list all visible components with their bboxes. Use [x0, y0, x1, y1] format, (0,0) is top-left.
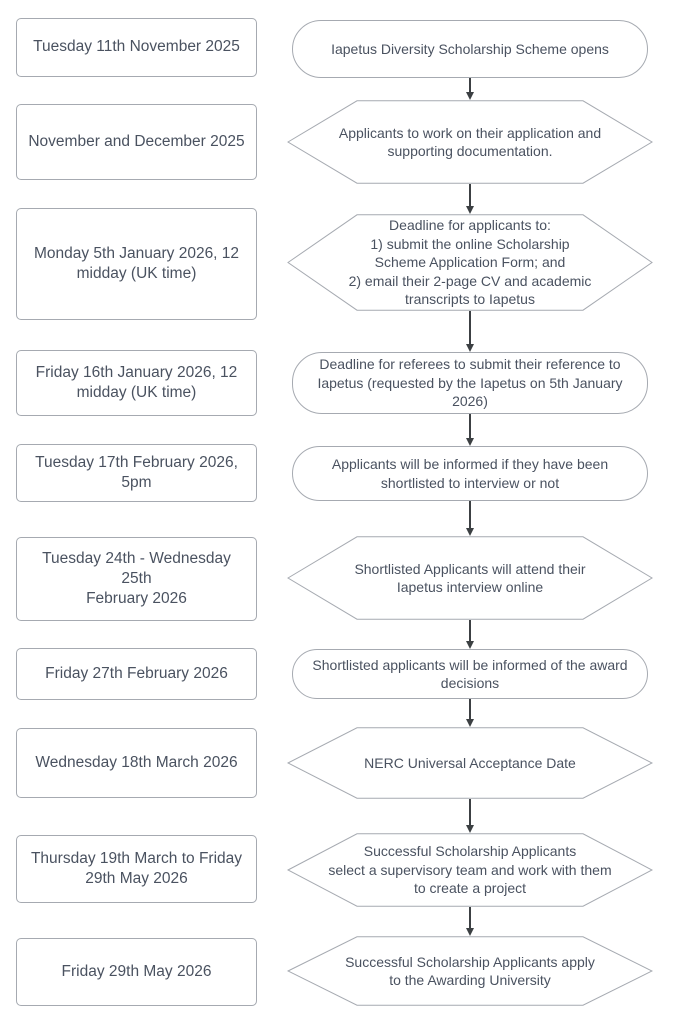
- step-label: Shortlisted applicants will be informed …: [312, 656, 628, 691]
- down-arrow-8: [465, 799, 475, 833]
- date-box-3: Monday 5th January 2026, 12 midday (UK t…: [16, 208, 257, 320]
- hexagon-outline: [287, 727, 653, 799]
- date-label: Friday 16th January 2026, 12 midday (UK …: [35, 363, 238, 401]
- hexagon-outline: [287, 833, 653, 907]
- date-label: November and December 2025: [28, 132, 245, 150]
- date-label: Friday 29th May 2026: [61, 962, 212, 980]
- date-label: Tuesday 17th February 2026, 5pm: [35, 453, 238, 491]
- down-arrow-1: [465, 78, 475, 100]
- down-arrow-7: [465, 699, 475, 727]
- date-box-2: November and December 2025: [16, 104, 257, 180]
- date-box-1: Tuesday 11th November 2025: [16, 18, 257, 77]
- step-shape-8-preparation: NERC Universal Acceptance Date: [287, 727, 653, 799]
- down-arrow-9: [465, 907, 475, 936]
- step-shape-2-preparation: Applicants to work on their application …: [287, 100, 653, 184]
- step-label: Successful Scholarship Applicants select…: [328, 843, 612, 897]
- step-label: Successful Scholarship Applicants apply …: [345, 953, 595, 988]
- hexagon-outline: [287, 936, 653, 1006]
- down-arrow-5: [465, 501, 475, 536]
- down-arrow-2: [465, 184, 475, 214]
- date-box-6: Tuesday 24th - Wednesday 25th February 2…: [16, 537, 257, 621]
- step-shape-9-preparation: Successful Scholarship Applicants select…: [287, 833, 653, 907]
- date-box-4: Friday 16th January 2026, 12 midday (UK …: [16, 350, 257, 416]
- step-shape-7-terminator: Shortlisted applicants will be informed …: [292, 649, 648, 699]
- step-shape-3-preparation: Deadline for applicants to: 1) submit th…: [287, 214, 653, 311]
- date-box-7: Friday 27th February 2026: [16, 648, 257, 700]
- step-label: Deadline for referees to submit their re…: [317, 356, 623, 410]
- step-label: Deadline for applicants to: 1) submit th…: [348, 217, 592, 308]
- step-shape-5-terminator: Applicants will be informed if they have…: [292, 446, 648, 501]
- step-shape-10-preparation: Successful Scholarship Applicants apply …: [287, 936, 653, 1006]
- date-label: Friday 27th February 2026: [45, 664, 228, 682]
- hexagon-outline: [287, 536, 653, 620]
- down-arrow-4: [465, 414, 475, 446]
- down-arrow-3: [465, 311, 475, 352]
- hexagon-outline: [287, 214, 653, 311]
- date-label: Thursday 19th March to Friday 29th May 2…: [30, 849, 243, 887]
- date-label: Tuesday 11th November 2025: [33, 38, 240, 56]
- step-label: Applicants will be informed if they have…: [331, 456, 609, 491]
- date-box-9: Thursday 19th March to Friday 29th May 2…: [16, 835, 257, 903]
- date-label: Tuesday 24th - Wednesday 25th February 2…: [42, 549, 231, 608]
- down-arrow-6: [465, 620, 475, 649]
- step-shape-1-terminator: Iapetus Diversity Scholarship Scheme ope…: [292, 20, 648, 78]
- step-shape-4-terminator: Deadline for referees to submit their re…: [292, 352, 648, 414]
- step-label: Iapetus Diversity Scholarship Scheme ope…: [331, 40, 609, 57]
- date-label: Wednesday 18th March 2026: [35, 753, 238, 771]
- hexagon-outline: [287, 100, 653, 184]
- date-box-5: Tuesday 17th February 2026, 5pm: [16, 444, 257, 502]
- date-box-10: Friday 29th May 2026: [16, 938, 257, 1006]
- date-label: Monday 5th January 2026, 12 midday (UK t…: [33, 244, 240, 282]
- date-box-8: Wednesday 18th March 2026: [16, 728, 257, 798]
- step-shape-6-preparation: Shortlisted Applicants will attend their…: [287, 536, 653, 620]
- step-label: Shortlisted Applicants will attend their…: [354, 560, 586, 595]
- step-label: Applicants to work on their application …: [338, 124, 602, 159]
- step-label: NERC Universal Acceptance Date: [364, 754, 576, 771]
